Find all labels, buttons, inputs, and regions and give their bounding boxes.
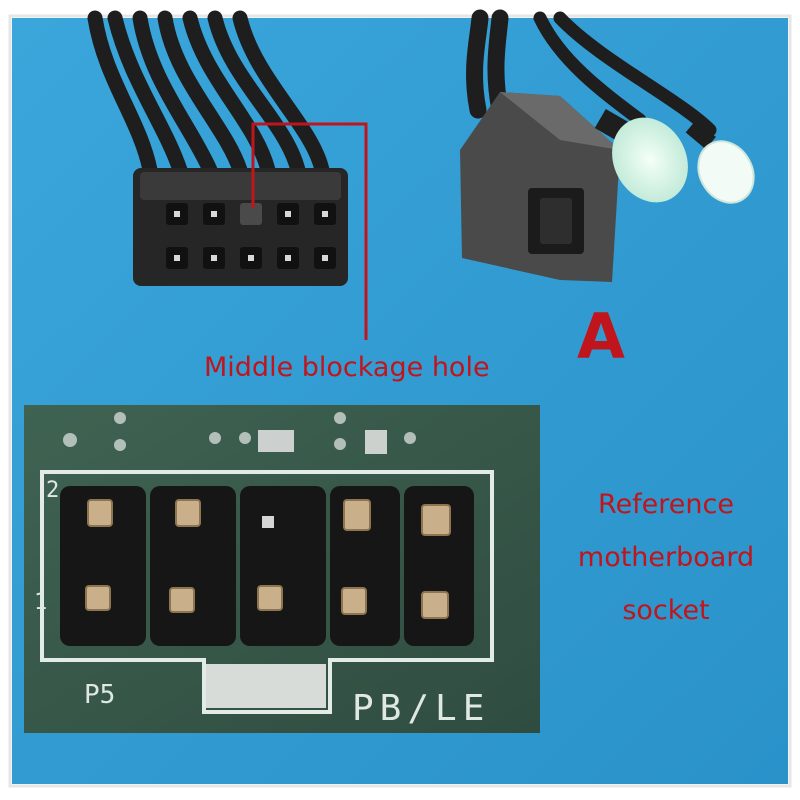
power-switch (460, 92, 620, 282)
reference-line-1: Reference (598, 489, 734, 520)
switch-led-cables (466, 9, 717, 137)
reference-socket-caption: Reference motherboard socket (560, 478, 772, 637)
variant-letter: A (577, 300, 625, 373)
designator-label: P5 (84, 680, 116, 710)
connector-cables (87, 10, 330, 178)
led-green (594, 108, 688, 203)
front-panel-connector (133, 168, 348, 286)
blocked-pin-hole (240, 203, 262, 225)
led-white (685, 120, 755, 204)
pin-2-marking: 2 (46, 478, 60, 503)
reference-line-3: socket (622, 595, 710, 626)
leader-line (251, 122, 368, 340)
motherboard-photo (24, 405, 540, 733)
header-name-label: PB/LE (352, 688, 491, 729)
reference-line-2: motherboard (577, 542, 755, 573)
blockage-hole-caption: Middle blockage hole (204, 352, 490, 383)
empty-pin-position (262, 516, 274, 528)
pin-1-marking: 1 (34, 590, 48, 615)
